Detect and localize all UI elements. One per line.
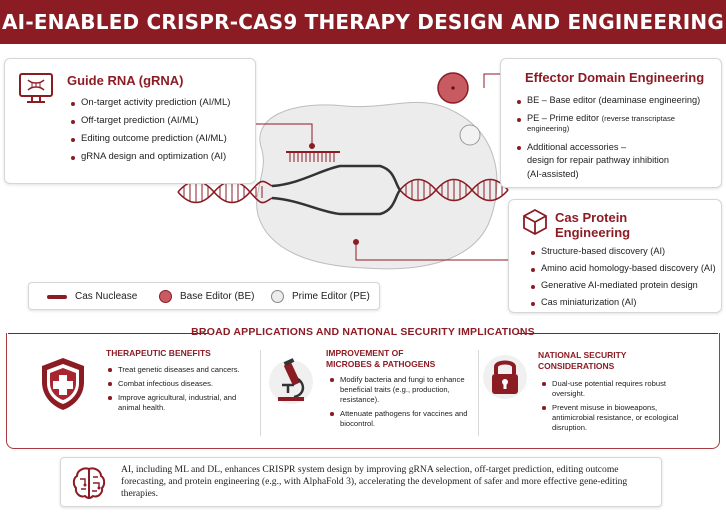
list-item: Generative AI-mediated protein design <box>529 280 721 290</box>
crispr-diagram <box>177 72 509 270</box>
list-item: On-target activity prediction (AI/ML) <box>69 97 230 108</box>
dna-helix-right <box>399 178 509 202</box>
list-item: Structure-based discovery (AI) <box>529 246 721 256</box>
list-item: Improve agricultural, industrial, and an… <box>106 393 256 413</box>
grna-strand <box>286 151 340 162</box>
therapeutic-title: THERAPEUTIC BENEFITS <box>106 348 211 358</box>
dna-strand-top <box>271 164 402 191</box>
page-title: AI-ENABLED CRISPR-CAS9 THERAPY DESIGN AN… <box>2 10 724 34</box>
applications-title: BROAD APPLICATIONS AND NATIONAL SECURITY… <box>191 326 535 338</box>
list-item: BE – Base editor (deaminase engineering) <box>515 95 719 105</box>
summary-box: AI, including ML and DL, enhances CRISPR… <box>60 457 662 507</box>
legend-cas-label: Cas Nuclease <box>75 291 138 302</box>
title-bar: AI-ENABLED CRISPR-CAS9 THERAPY DESIGN AN… <box>0 0 726 44</box>
padlock-icon <box>483 355 527 399</box>
applications-box <box>6 333 720 449</box>
legend-be-label: Base Editor (BE) <box>180 291 255 302</box>
column-divider <box>478 350 479 436</box>
column-divider <box>260 350 261 436</box>
summary-text: AI, including ML and DL, enhances CRISPR… <box>121 464 628 499</box>
brain-circuit-icon <box>72 467 106 500</box>
list-item: Modify bacteria and fungi to enhance ben… <box>328 375 474 405</box>
list-item: Additional accessories – design for repa… <box>515 141 719 180</box>
protein-cube-icon <box>523 208 547 236</box>
microscope-icon <box>269 358 313 404</box>
list-item: Attenuate pathogens for vaccines and bio… <box>328 409 474 429</box>
list-item: Dual-use potential requires robust overs… <box>540 379 688 399</box>
grna-list: On-target activity prediction (AI/ML) Of… <box>69 97 230 169</box>
prime-editor-circle <box>459 124 481 146</box>
effector-title: Effector Domain Engineering <box>525 70 705 85</box>
monitor-dna-icon <box>19 73 53 103</box>
list-item: Cas miniaturization (AI) <box>529 297 721 307</box>
legend-be-swatch <box>159 290 172 303</box>
cas-nuclease-shape <box>256 101 498 270</box>
cas-list: Structure-based discovery (AI) Amino aci… <box>529 246 721 314</box>
legend: Cas Nuclease Base Editor (BE) Prime Edit… <box>28 282 380 310</box>
list-item: Editing outcome prediction (AI/ML) <box>69 133 230 144</box>
legend-pe-label: Prime Editor (PE) <box>292 291 370 302</box>
list-item: Combat infectious diseases. <box>106 379 256 389</box>
list-item: Treat genetic diseases and cancers. <box>106 365 256 375</box>
legend-pe-swatch <box>271 290 284 303</box>
connector-lines <box>256 73 508 261</box>
shield-cross-icon <box>42 358 84 410</box>
grna-title: Guide RNA (gRNA) <box>67 73 184 88</box>
list-item: gRNA design and optimization (AI) <box>69 151 230 162</box>
section-divider-right <box>518 333 718 334</box>
list-item: Off-target prediction (AI/ML) <box>69 115 230 126</box>
grna-card: Guide RNA (gRNA) On-target activity pred… <box>4 58 256 184</box>
list-item: Amino acid homology-based discovery (AI) <box>529 263 721 273</box>
therapeutic-column: THERAPEUTIC BENEFITS Treat genetic disea… <box>106 348 256 417</box>
section-divider-left <box>8 333 208 334</box>
effector-card: Effector Domain Engineering BE – Base ed… <box>500 58 722 188</box>
dna-strand-bottom <box>271 189 402 216</box>
legend-cas-swatch <box>47 295 67 299</box>
list-item: PE – Prime editor (reverse transcriptase… <box>515 113 719 133</box>
list-item: Prevent misuse in bioweapons, antimicrob… <box>540 403 688 433</box>
effector-list: BE – Base editor (deaminase engineering)… <box>515 95 719 188</box>
